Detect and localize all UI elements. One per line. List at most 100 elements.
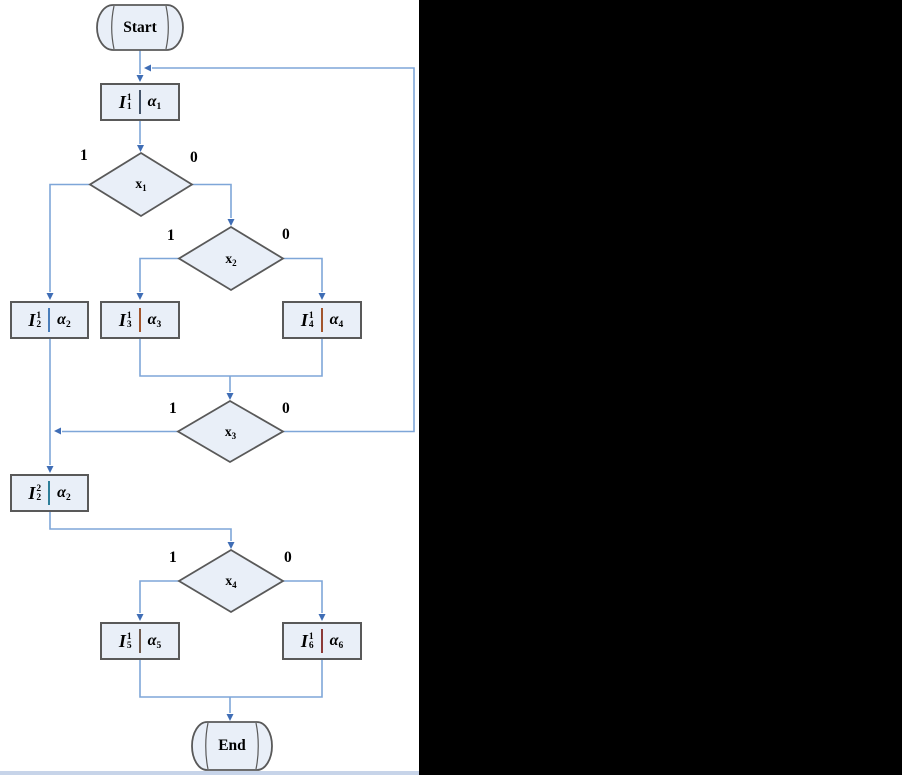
edge-x4-true-to-i5 [139,580,179,613]
box-I-sub: 3 [126,320,132,330]
edge-x3-false-loopback [152,67,415,433]
arrowhead-into-x3 [226,393,234,400]
edge-x1-true-to-i2 [49,183,90,292]
branch-label-x1-false: 0 [190,149,198,166]
box-I-base: I [28,310,36,330]
separator-bar [138,90,141,114]
edge-x2-true-to-i3 [139,257,179,292]
decision-x3-shape [176,399,285,464]
separator-bar [320,629,323,653]
branch-label-x2-true: 1 [167,227,175,244]
decision-var-sub: 3 [231,430,237,441]
arrowhead-into-end [226,714,234,721]
box-I-sub: 2 [36,320,42,330]
arrowhead-x3-true-junction [54,427,61,435]
box-alpha-sub: 2 [65,320,71,330]
box-I-sup: 1 [308,310,314,321]
box-alpha-base: α [57,311,66,328]
separator-bar [138,629,141,653]
box-I-sup: 1 [308,631,314,642]
arrowhead-into-i6 [318,614,326,621]
box-alpha-sub: 2 [65,493,71,503]
box-I-sub: 6 [308,641,314,651]
terminator-start-shape [96,4,184,51]
decision-var-sub: 4 [232,580,237,590]
box-I-sub: 4 [308,320,314,330]
box-alpha-sub: 1 [156,102,162,112]
arrowhead-into-i5 [136,614,144,621]
edge-x4-false-to-i6 [283,580,323,613]
decision-var: x [225,573,233,589]
box-alpha-base: α [57,484,66,501]
separator-bar [138,308,141,332]
box-I-sup: 1 [126,310,132,321]
branch-label-x3-true: 1 [169,400,177,417]
branch-label-x4-false: 0 [284,549,292,566]
box-alpha-sub: 4 [338,320,344,330]
box-alpha-sub: 3 [156,320,162,330]
terminator-end-right-rim [255,722,259,770]
box-alpha-base: α [329,311,339,328]
separator-bar [48,308,51,332]
box-alpha-base: α [147,93,157,110]
arrowhead-loopback-join [144,64,151,72]
edge-x2-false-to-i4 [283,257,323,292]
box-I-sup: 1 [126,631,132,642]
box-alpha-base: α [147,311,157,328]
decision-var: x [224,423,232,439]
arrowhead-into-i2b [46,466,54,473]
box-I-sup: 1 [36,310,42,321]
decision-var-sub: 2 [232,257,237,268]
arrowhead-into-i4 [318,293,326,300]
terminator-start-left-rim [111,5,115,50]
decision-var: x [135,176,143,192]
box-I-base: I [118,310,126,330]
decision-var: x [225,250,233,266]
box-I-sup: 1 [126,92,132,103]
separator-bar [48,481,51,505]
start-node-label: Start [123,18,157,36]
box-alpha-base: α [147,632,157,649]
edge-i3-i4-merge [139,339,323,377]
arrowhead-into-x4 [227,542,235,549]
terminator-end-left-rim [205,722,209,770]
connector-layer [46,4,415,771]
arrowhead-into-i2 [46,293,54,300]
box-alpha-sub: 5 [156,641,162,651]
decision-x4-shape [177,548,285,614]
edge-i5-i6-merge [139,660,323,698]
branch-label-x3-false: 0 [282,400,290,417]
branch-label-x1-true: 1 [80,147,88,164]
decision-var-sub: 1 [142,183,147,193]
box-I-sub: 1 [126,102,132,112]
box-I-sub: 5 [126,641,132,651]
box-alpha-sub: 6 [338,641,344,651]
arrowhead-into-x1 [137,145,144,152]
